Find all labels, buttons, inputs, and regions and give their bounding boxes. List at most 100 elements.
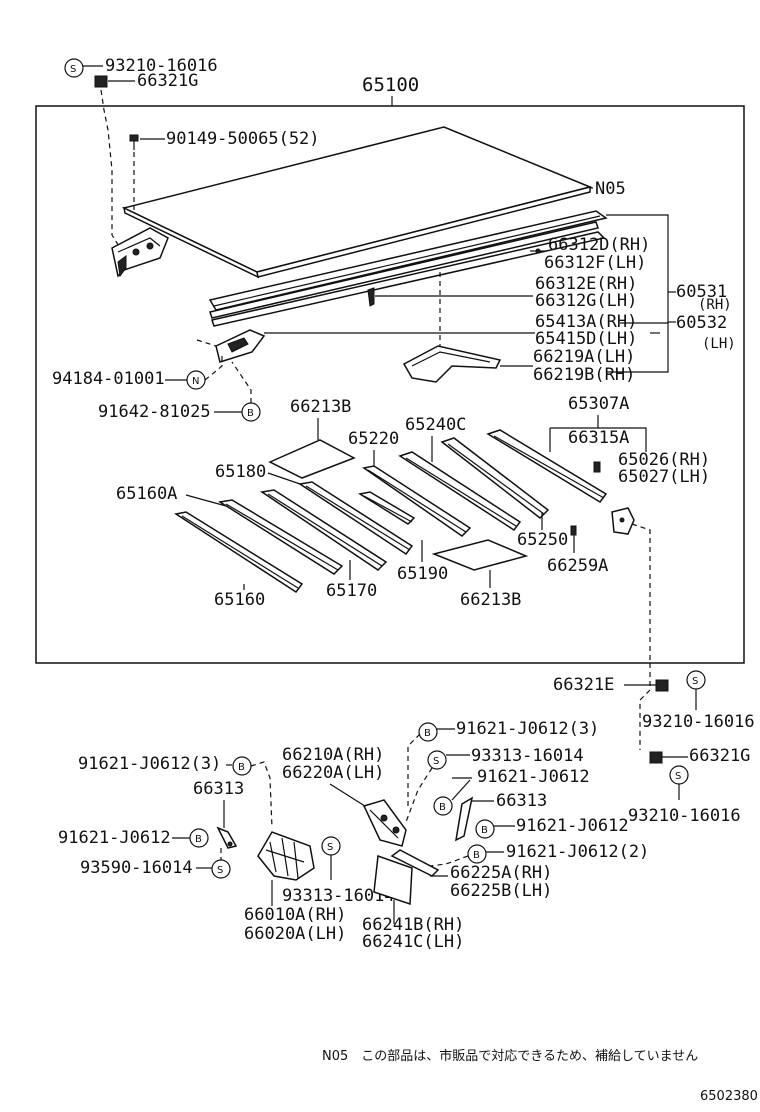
callout-66213b-top[interactable]: 66213B xyxy=(290,397,351,417)
callout-91621-j0612-mid[interactable]: 91621-J0612 xyxy=(477,767,590,787)
callout-66225a[interactable]: 66225A(RH) xyxy=(450,863,552,883)
callout-66225b[interactable]: 66225B(LH) xyxy=(450,881,552,901)
mat-66213b-bottom xyxy=(431,539,529,571)
callout-65250[interactable]: 65250 xyxy=(517,530,568,550)
trim-66225a xyxy=(390,849,440,877)
svg-text:S: S xyxy=(675,771,681,782)
callout-93313-16014-right[interactable]: 93313-16014 xyxy=(471,746,584,766)
callout-65170[interactable]: 65170 xyxy=(326,581,377,601)
callout-65160a[interactable]: 65160A xyxy=(116,484,177,504)
cover-66010a xyxy=(257,831,315,881)
main-part-number[interactable]: 65100 xyxy=(362,74,419,96)
callout-65220[interactable]: 65220 xyxy=(348,429,399,449)
callout-66321g-a[interactable]: 66321G xyxy=(137,71,198,91)
callout-66312e[interactable]: 66312E(RH) xyxy=(535,274,637,294)
clip-66315a xyxy=(593,461,601,473)
callout-93210-16016-b[interactable]: 93210-16016 xyxy=(642,712,755,732)
callout-66312d[interactable]: 66312D(RH) xyxy=(548,235,650,255)
svg-text:B: B xyxy=(424,728,431,739)
callout-66241b[interactable]: 66241B(RH) xyxy=(362,915,464,935)
callout-66010a[interactable]: 66010A(RH) xyxy=(244,905,346,925)
assembly-frame xyxy=(35,105,745,664)
callout-93210-16016-c[interactable]: 93210-16016 xyxy=(628,806,741,826)
callout-65027[interactable]: 65027(LH) xyxy=(618,467,710,487)
callout-66312g[interactable]: 66312G(LH) xyxy=(535,291,637,311)
svg-text:B: B xyxy=(481,825,488,836)
callout-93210-16016-a[interactable]: 93210-16016 xyxy=(105,56,218,76)
callout-94184-01001[interactable]: 94184-01001 xyxy=(52,369,165,389)
screw-90149 xyxy=(129,134,139,150)
figure-code: 6502380 xyxy=(700,1089,758,1104)
symbol-b-1: B xyxy=(241,402,261,422)
svg-text:B: B xyxy=(439,802,446,813)
callout-66219b[interactable]: 66219B(RH) xyxy=(533,365,635,385)
svg-text:B: B xyxy=(238,762,245,773)
tray-66219 xyxy=(402,345,502,383)
callout-65026[interactable]: 65026(RH) xyxy=(618,450,710,470)
callout-91621-j0612-3b[interactable]: 91621-J0612(3) xyxy=(456,719,599,739)
rail-66312e xyxy=(211,231,606,327)
svg-text:B: B xyxy=(195,834,202,845)
callout-60532[interactable]: 60532 xyxy=(676,313,727,333)
slat-65190 xyxy=(358,491,416,525)
callout-65190[interactable]: 65190 xyxy=(397,564,448,584)
callout-91621-j0612-2[interactable]: 91621-J0612(2) xyxy=(506,842,649,862)
clip-66321e xyxy=(655,679,669,692)
callout-66210a[interactable]: 66210A(RH) xyxy=(282,745,384,765)
callout-65307a[interactable]: 65307A xyxy=(568,394,629,414)
hook-66313-left xyxy=(216,826,238,849)
svg-text:S: S xyxy=(433,756,439,767)
callout-90149-50065[interactable]: 90149-50065(52) xyxy=(166,129,320,149)
callout-66219a[interactable]: 66219A(LH) xyxy=(533,347,635,367)
symbol-b-3: B xyxy=(189,828,209,848)
symbol-s-1: S xyxy=(64,58,84,78)
callout-66313-left[interactable]: 66313 xyxy=(193,779,244,799)
callout-60531-rh[interactable]: (RH) xyxy=(698,297,732,313)
callout-91621-j0612-3a[interactable]: 91621-J0612(3) xyxy=(78,754,221,774)
symbol-s-6: S xyxy=(427,750,447,770)
callout-60532-lh[interactable]: (LH) xyxy=(702,336,736,352)
pin-66259a xyxy=(570,525,577,536)
clip-66321g-b xyxy=(649,751,663,764)
slat-65170 xyxy=(260,489,388,571)
symbol-b-6: B xyxy=(475,819,495,839)
callout-66020a[interactable]: 66020A(LH) xyxy=(244,924,346,944)
slat-65240c xyxy=(398,451,522,532)
callout-66241c[interactable]: 66241C(LH) xyxy=(362,932,464,952)
symbol-s-2: S xyxy=(686,670,706,690)
svg-text:S: S xyxy=(327,842,333,853)
callout-66315a[interactable]: 66315A xyxy=(568,428,629,448)
slat-65250 xyxy=(440,437,550,519)
slat-65160a xyxy=(217,499,344,575)
callout-93313-16014-left[interactable]: 93313-16014 xyxy=(282,886,395,906)
callout-66312f[interactable]: 66312F(LH) xyxy=(544,253,646,273)
slat-65180 xyxy=(297,481,414,556)
callout-91621-j0612-left[interactable]: 91621-J0612 xyxy=(58,828,171,848)
callout-65415d[interactable]: 65415D(LH) xyxy=(535,329,637,349)
slat-65160 xyxy=(174,511,304,594)
callout-91621-j0612-right[interactable]: 91621-J0612 xyxy=(516,816,629,836)
callout-93590-16014[interactable]: 93590-16014 xyxy=(80,858,193,878)
callout-66220a[interactable]: 66220A(LH) xyxy=(282,763,384,783)
callout-65413a[interactable]: 65413A(RH) xyxy=(535,312,637,332)
svg-text:S: S xyxy=(70,64,76,75)
callout-n05[interactable]: N05 xyxy=(595,179,626,199)
bracket-66210a xyxy=(362,799,407,847)
symbol-n: N xyxy=(186,370,206,390)
callout-60531[interactable]: 60531 xyxy=(676,282,727,302)
svg-text:S: S xyxy=(692,676,698,687)
callout-65160[interactable]: 65160 xyxy=(214,590,265,610)
callout-66321g-b[interactable]: 66321G xyxy=(689,746,750,766)
callout-91642-81025[interactable]: 91642-81025 xyxy=(98,402,211,422)
callout-66259a[interactable]: 66259A xyxy=(547,556,608,576)
callout-66213b-bottom[interactable]: 66213B xyxy=(460,590,521,610)
callout-66313-right[interactable]: 66313 xyxy=(496,791,547,811)
clip-66312g xyxy=(367,287,375,307)
svg-text:N: N xyxy=(192,376,199,387)
symbol-b-5: B xyxy=(433,796,453,816)
callout-65180[interactable]: 65180 xyxy=(215,462,266,482)
callout-65240c[interactable]: 65240C xyxy=(405,415,466,435)
callout-66321e[interactable]: 66321E xyxy=(553,675,614,695)
clip-66321g-a xyxy=(94,75,108,88)
